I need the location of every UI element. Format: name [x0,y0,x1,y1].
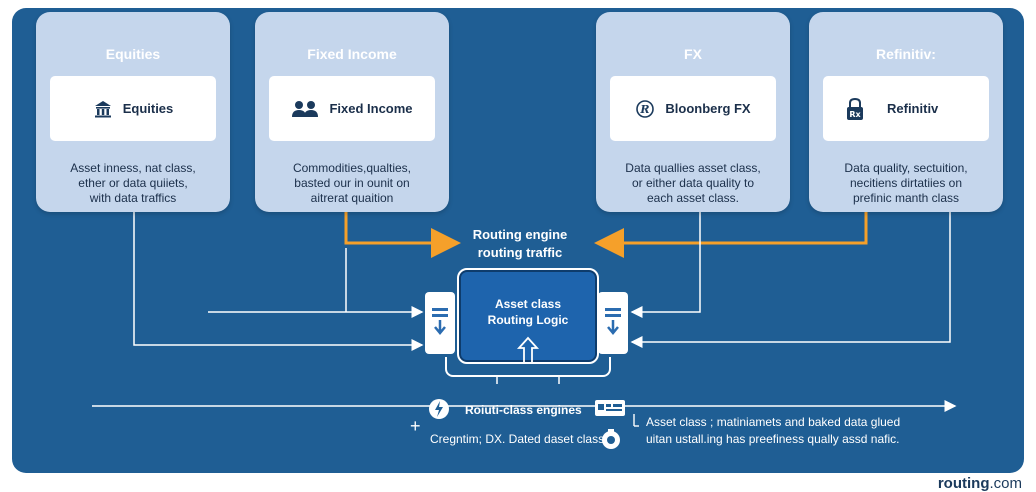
input-box-left [425,292,455,354]
svg-text:R: R [640,103,650,116]
card-fx: FX R Bloonberg FX Data quallies asset cl… [596,12,790,212]
card-inner-label: Bloonberg FX [665,101,751,116]
registered-icon: R [636,99,655,118]
routing-logic-title: Asset class Routing Logic [487,297,569,327]
watch-icon [602,429,620,449]
plus-sign: + [410,416,421,436]
pin-icon [633,414,639,427]
engine-base [445,357,611,377]
card-refinitiv: Refinitiv: Rx Refinitiv Data quality, se… [809,12,1003,212]
input-box-right [598,292,628,354]
card-inner-box: Equities [50,76,216,141]
right-description-line2: uitan ustall.ing has preefiness qually a… [646,432,900,446]
down-arrow-icon [605,308,621,335]
lightning-icon [429,399,449,419]
card-title: Fixed Income [307,46,397,62]
svg-text:Rx: Rx [849,110,861,119]
card-title: FX [684,46,702,62]
card-title: Refinitiv: [876,46,936,62]
routing-logic-box: Asset class Routing Logic [457,268,599,364]
card-inner-label: Fixed Income [329,101,413,116]
lock-rx-icon: Rx [847,97,863,120]
card-inner-label: Refinitiv [887,101,939,116]
card-title: Equities [105,46,161,62]
card-description: Asset inness, nat class, ether or data q… [70,161,196,205]
card-description: Commodities,qualties, basted our in ouni… [292,161,412,205]
card-inner-box: R Bloonberg FX [610,76,776,141]
card-equities: Equities Equities Asset inness, nat clas… [36,12,230,212]
routing-engine-label: Routing engine routing traffic [472,227,568,260]
device-icon [595,400,625,416]
card-description: Data quallies asset class, or either dat… [625,161,761,205]
brand-logo: routing.com [937,475,1022,492]
engines-label: Roiuti-class engines [465,403,582,417]
up-arrow-icon [516,336,540,362]
people-icon [292,100,319,117]
card-inner-label: Equities [122,101,174,116]
bank-icon [94,100,111,117]
card-inner-box: Rx Refinitiv [823,76,989,141]
card-fixed-income: Fixed Income Fixed Income Commodities,qu… [255,12,449,212]
down-arrow-icon [432,308,448,335]
right-description-line1: Asset class ; matiniamets and baked data… [646,415,901,429]
card-description: Data quality, sectuition, necitiens dirt… [844,161,968,205]
card-inner-box: Fixed Income [269,76,435,141]
sub-label: Cregntim; DX. Dated daset class [430,432,605,446]
